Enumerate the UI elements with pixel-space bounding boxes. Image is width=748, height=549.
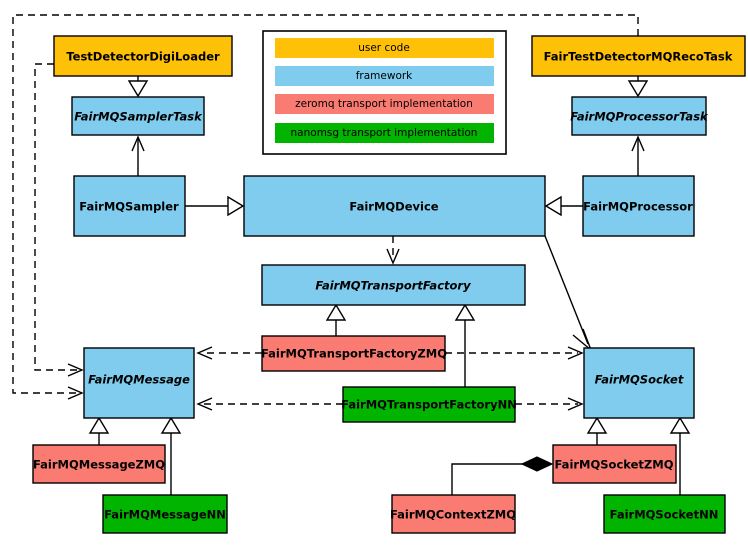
edge-socketnn-to-socket <box>669 416 691 495</box>
node-label-fairMQTransportFactoryNN: FairMQTransportFactoryNN <box>341 398 517 412</box>
edge-contextzmq-to-socketzmq <box>451 456 554 495</box>
node-box-fairMQSocket[interactable] <box>583 347 695 419</box>
node-box-fairTestDetectorMQRecoTask[interactable] <box>531 35 746 77</box>
legend-swatch-framework <box>275 66 494 86</box>
node-fairMQSocket[interactable]: FairMQSocket <box>583 347 695 419</box>
edge-recotask-to-processortask <box>627 76 649 98</box>
node-label-fairMQMessageNN: FairMQMessageNN <box>104 508 226 522</box>
node-label-fairMQMessageZMQ: FairMQMessageZMQ <box>33 458 165 472</box>
edge-factorynn-to-socket <box>515 397 584 411</box>
legend-label-framework: framework <box>356 70 413 82</box>
node-box-fairMQDevice[interactable] <box>243 175 546 237</box>
node-label-fairMQDevice: FairMQDevice <box>349 200 438 214</box>
node-fairMQSampler[interactable]: FairMQSampler <box>73 175 186 237</box>
node-fairMQMessage[interactable]: FairMQMessage <box>83 347 195 419</box>
edge-factorynn-to-message <box>196 397 343 411</box>
node-label-fairMQTransportFactoryZMQ: FairMQTransportFactoryZMQ <box>261 347 447 361</box>
legend-item-user-code: user code <box>275 38 494 58</box>
node-fairMQContextZMQ[interactable]: FairMQContextZMQ <box>390 494 516 534</box>
node-box-fairMQProcessorTask[interactable] <box>571 96 707 136</box>
edge-recotask-to-message <box>12 14 639 400</box>
edge-processor-to-device <box>544 195 583 217</box>
node-label-fairMQSocketZMQ: FairMQSocketZMQ <box>555 458 674 472</box>
edge-processor-to-processortask <box>631 135 645 176</box>
node-label-testDetectorDigiLoader: TestDetectorDigiLoader <box>66 50 220 64</box>
legend-item-zeromq: zeromq transport implementation <box>275 94 494 114</box>
node-label-fairMQProcessor: FairMQProcessor <box>583 200 693 214</box>
legend-label-zeromq: zeromq transport implementation <box>295 98 473 110</box>
edge-socketzmq-to-socket <box>586 416 608 445</box>
node-label-fairMQContextZMQ: FairMQContextZMQ <box>390 508 516 522</box>
node-box-fairMQTransportFactory[interactable] <box>261 264 526 306</box>
node-fairMQSamplerTask[interactable]: FairMQSamplerTask <box>71 96 205 136</box>
edge-factorynn-to-factory <box>454 303 476 387</box>
edge-factoryzmq-to-factory <box>325 303 347 336</box>
legend-item-nanomsg: nanomsg transport implementation <box>275 123 494 143</box>
node-box-fairMQTransportFactoryZMQ[interactable] <box>261 335 446 372</box>
node-fairMQSocketNN[interactable]: FairMQSocketNN <box>603 494 726 534</box>
node-fairMQSocketZMQ[interactable]: FairMQSocketZMQ <box>552 444 677 484</box>
edge-factoryzmq-to-socket <box>445 346 584 360</box>
node-label-fairMQSocket: FairMQSocket <box>595 373 684 387</box>
node-box-fairMQSocketZMQ[interactable] <box>552 444 677 484</box>
edge-messagenn-to-message <box>160 416 182 495</box>
node-label-fairMQTransportFactory: FairMQTransportFactory <box>315 279 471 293</box>
edge-messagezmq-to-message <box>88 416 110 445</box>
edge-factoryzmq-to-message <box>196 346 262 360</box>
node-label-fairMQSamplerTask: FairMQSamplerTask <box>74 110 203 124</box>
node-fairMQProcessor[interactable]: FairMQProcessor <box>582 175 695 237</box>
edge-digiloader-to-samplertask <box>127 76 149 98</box>
node-fairMQDevice[interactable]: FairMQDevice <box>243 175 546 237</box>
node-label-fairMQProcessorTask: FairMQProcessorTask <box>570 110 709 124</box>
node-label-fairMQSocketNN: FairMQSocketNN <box>610 508 719 522</box>
node-box-fairMQProcessor[interactable] <box>582 175 695 237</box>
node-fairMQProcessorTask[interactable]: FairMQProcessorTask <box>570 96 709 136</box>
node-box-fairMQTransportFactoryNN[interactable] <box>342 386 516 423</box>
node-label-fairMQMessage: FairMQMessage <box>88 373 190 387</box>
node-box-testDetectorDigiLoader[interactable] <box>53 35 233 77</box>
node-box-fairMQSocketNN[interactable] <box>603 494 726 534</box>
legend-label-user-code: user code <box>358 42 410 54</box>
node-fairMQMessageNN[interactable]: FairMQMessageNN <box>102 494 228 534</box>
node-box-fairMQMessageNN[interactable] <box>102 494 228 534</box>
node-box-fairMQMessage[interactable] <box>83 347 195 419</box>
node-layer: TestDetectorDigiLoader FairMQSamplerTask… <box>32 35 746 534</box>
edge-device-to-transportfactory <box>386 236 400 265</box>
legend-swatch-zeromq <box>275 94 494 114</box>
edge-layer <box>12 14 691 495</box>
node-box-fairMQSamplerTask[interactable] <box>71 96 205 136</box>
edge-sampler-to-device <box>185 195 245 217</box>
edge-digiloader-to-message <box>34 63 84 377</box>
node-label-fairMQSampler: FairMQSampler <box>79 200 179 214</box>
node-fairMQTransportFactoryZMQ[interactable]: FairMQTransportFactoryZMQ <box>261 335 447 372</box>
node-label-fairTestDetectorMQRecoTask: FairTestDetectorMQRecoTask <box>544 50 733 64</box>
node-fairMQTransportFactoryNN[interactable]: FairMQTransportFactoryNN <box>341 386 517 423</box>
node-box-fairMQSampler[interactable] <box>73 175 186 237</box>
legend: user code framework zeromq transport imp… <box>262 30 507 155</box>
node-box-fairMQMessageZMQ[interactable] <box>32 444 166 484</box>
legend-swatch-nanomsg <box>275 123 494 143</box>
node-box-fairMQContextZMQ[interactable] <box>391 494 516 534</box>
edge-device-to-socket <box>544 235 593 353</box>
node-testDetectorDigiLoader[interactable]: TestDetectorDigiLoader <box>53 35 233 77</box>
node-fairMQMessageZMQ[interactable]: FairMQMessageZMQ <box>32 444 166 484</box>
legend-label-nanomsg: nanomsg transport implementation <box>291 127 478 139</box>
node-fairTestDetectorMQRecoTask[interactable]: FairTestDetectorMQRecoTask <box>531 35 746 77</box>
edge-sampler-to-samplertask <box>131 135 145 176</box>
legend-item-framework: framework <box>275 66 494 86</box>
node-fairMQTransportFactory[interactable]: FairMQTransportFactory <box>261 264 526 306</box>
legend-swatch-user-code <box>275 38 494 58</box>
